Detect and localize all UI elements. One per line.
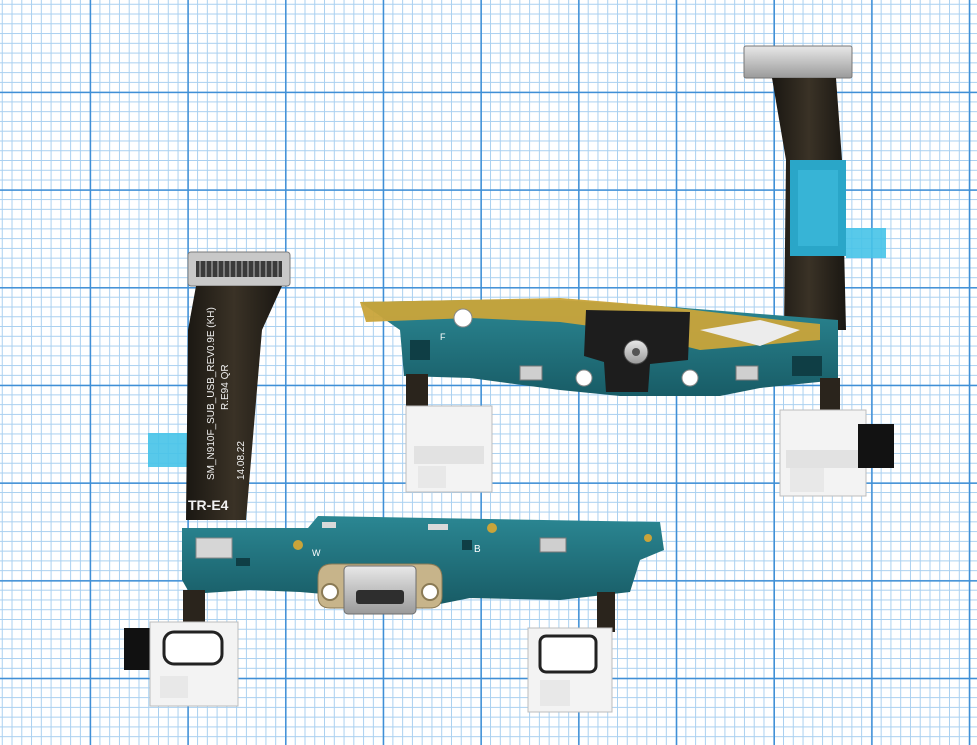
small-switch bbox=[539, 537, 567, 553]
right-blue-tab bbox=[846, 228, 886, 258]
flex-label-line2: R.E94 QR bbox=[220, 364, 231, 410]
ic-chip bbox=[792, 356, 822, 376]
vibration-pad bbox=[195, 537, 233, 559]
right-board: F bbox=[360, 45, 894, 497]
left-blue-tab bbox=[148, 433, 192, 467]
right-right-tail bbox=[820, 378, 840, 418]
flex-label-line1: SM_N910F_SUB_USB_REV0.9E (KH) bbox=[206, 307, 217, 480]
ic-chip bbox=[462, 540, 472, 550]
mount-hole bbox=[575, 369, 593, 387]
left-tail-flex bbox=[183, 590, 205, 630]
sensor-center bbox=[632, 348, 640, 356]
left-usb-board: SM_N910F_SUB_USB_REV0.9E (KH) R.E94 QR 1… bbox=[124, 251, 664, 713]
mount-hole bbox=[453, 308, 473, 328]
ic-chip bbox=[410, 340, 430, 360]
usb-opening bbox=[356, 590, 404, 604]
left-flex-cable bbox=[186, 286, 282, 520]
right-module-left-pad bbox=[405, 405, 493, 493]
stiffener-inner bbox=[798, 170, 838, 246]
screw-hole bbox=[321, 583, 339, 601]
flex-date: 14.08.22 bbox=[236, 441, 247, 480]
connector-pins bbox=[196, 261, 282, 277]
screw-hole bbox=[421, 583, 439, 601]
test-pad bbox=[293, 540, 303, 550]
ic-chip bbox=[236, 558, 250, 566]
right-module-right-pad bbox=[779, 409, 894, 497]
silk-f: F bbox=[440, 332, 446, 342]
right-switch-left bbox=[519, 365, 543, 381]
test-pad bbox=[644, 534, 652, 542]
smd-part bbox=[428, 524, 448, 530]
test-pad bbox=[487, 523, 497, 533]
silver-trace bbox=[700, 320, 800, 346]
flex-code: TR-E4 bbox=[188, 497, 229, 513]
right-left-tail bbox=[406, 374, 428, 414]
silk-w: W bbox=[312, 548, 321, 558]
left-sensor-pad bbox=[124, 621, 239, 707]
silk-b: B bbox=[474, 544, 481, 555]
right-top-connector bbox=[743, 45, 853, 79]
smd-part bbox=[322, 522, 336, 528]
right-tail-flex bbox=[597, 592, 615, 632]
right-switch-right bbox=[735, 365, 759, 381]
right-sensor-pad bbox=[527, 627, 613, 713]
mount-hole bbox=[681, 369, 699, 387]
